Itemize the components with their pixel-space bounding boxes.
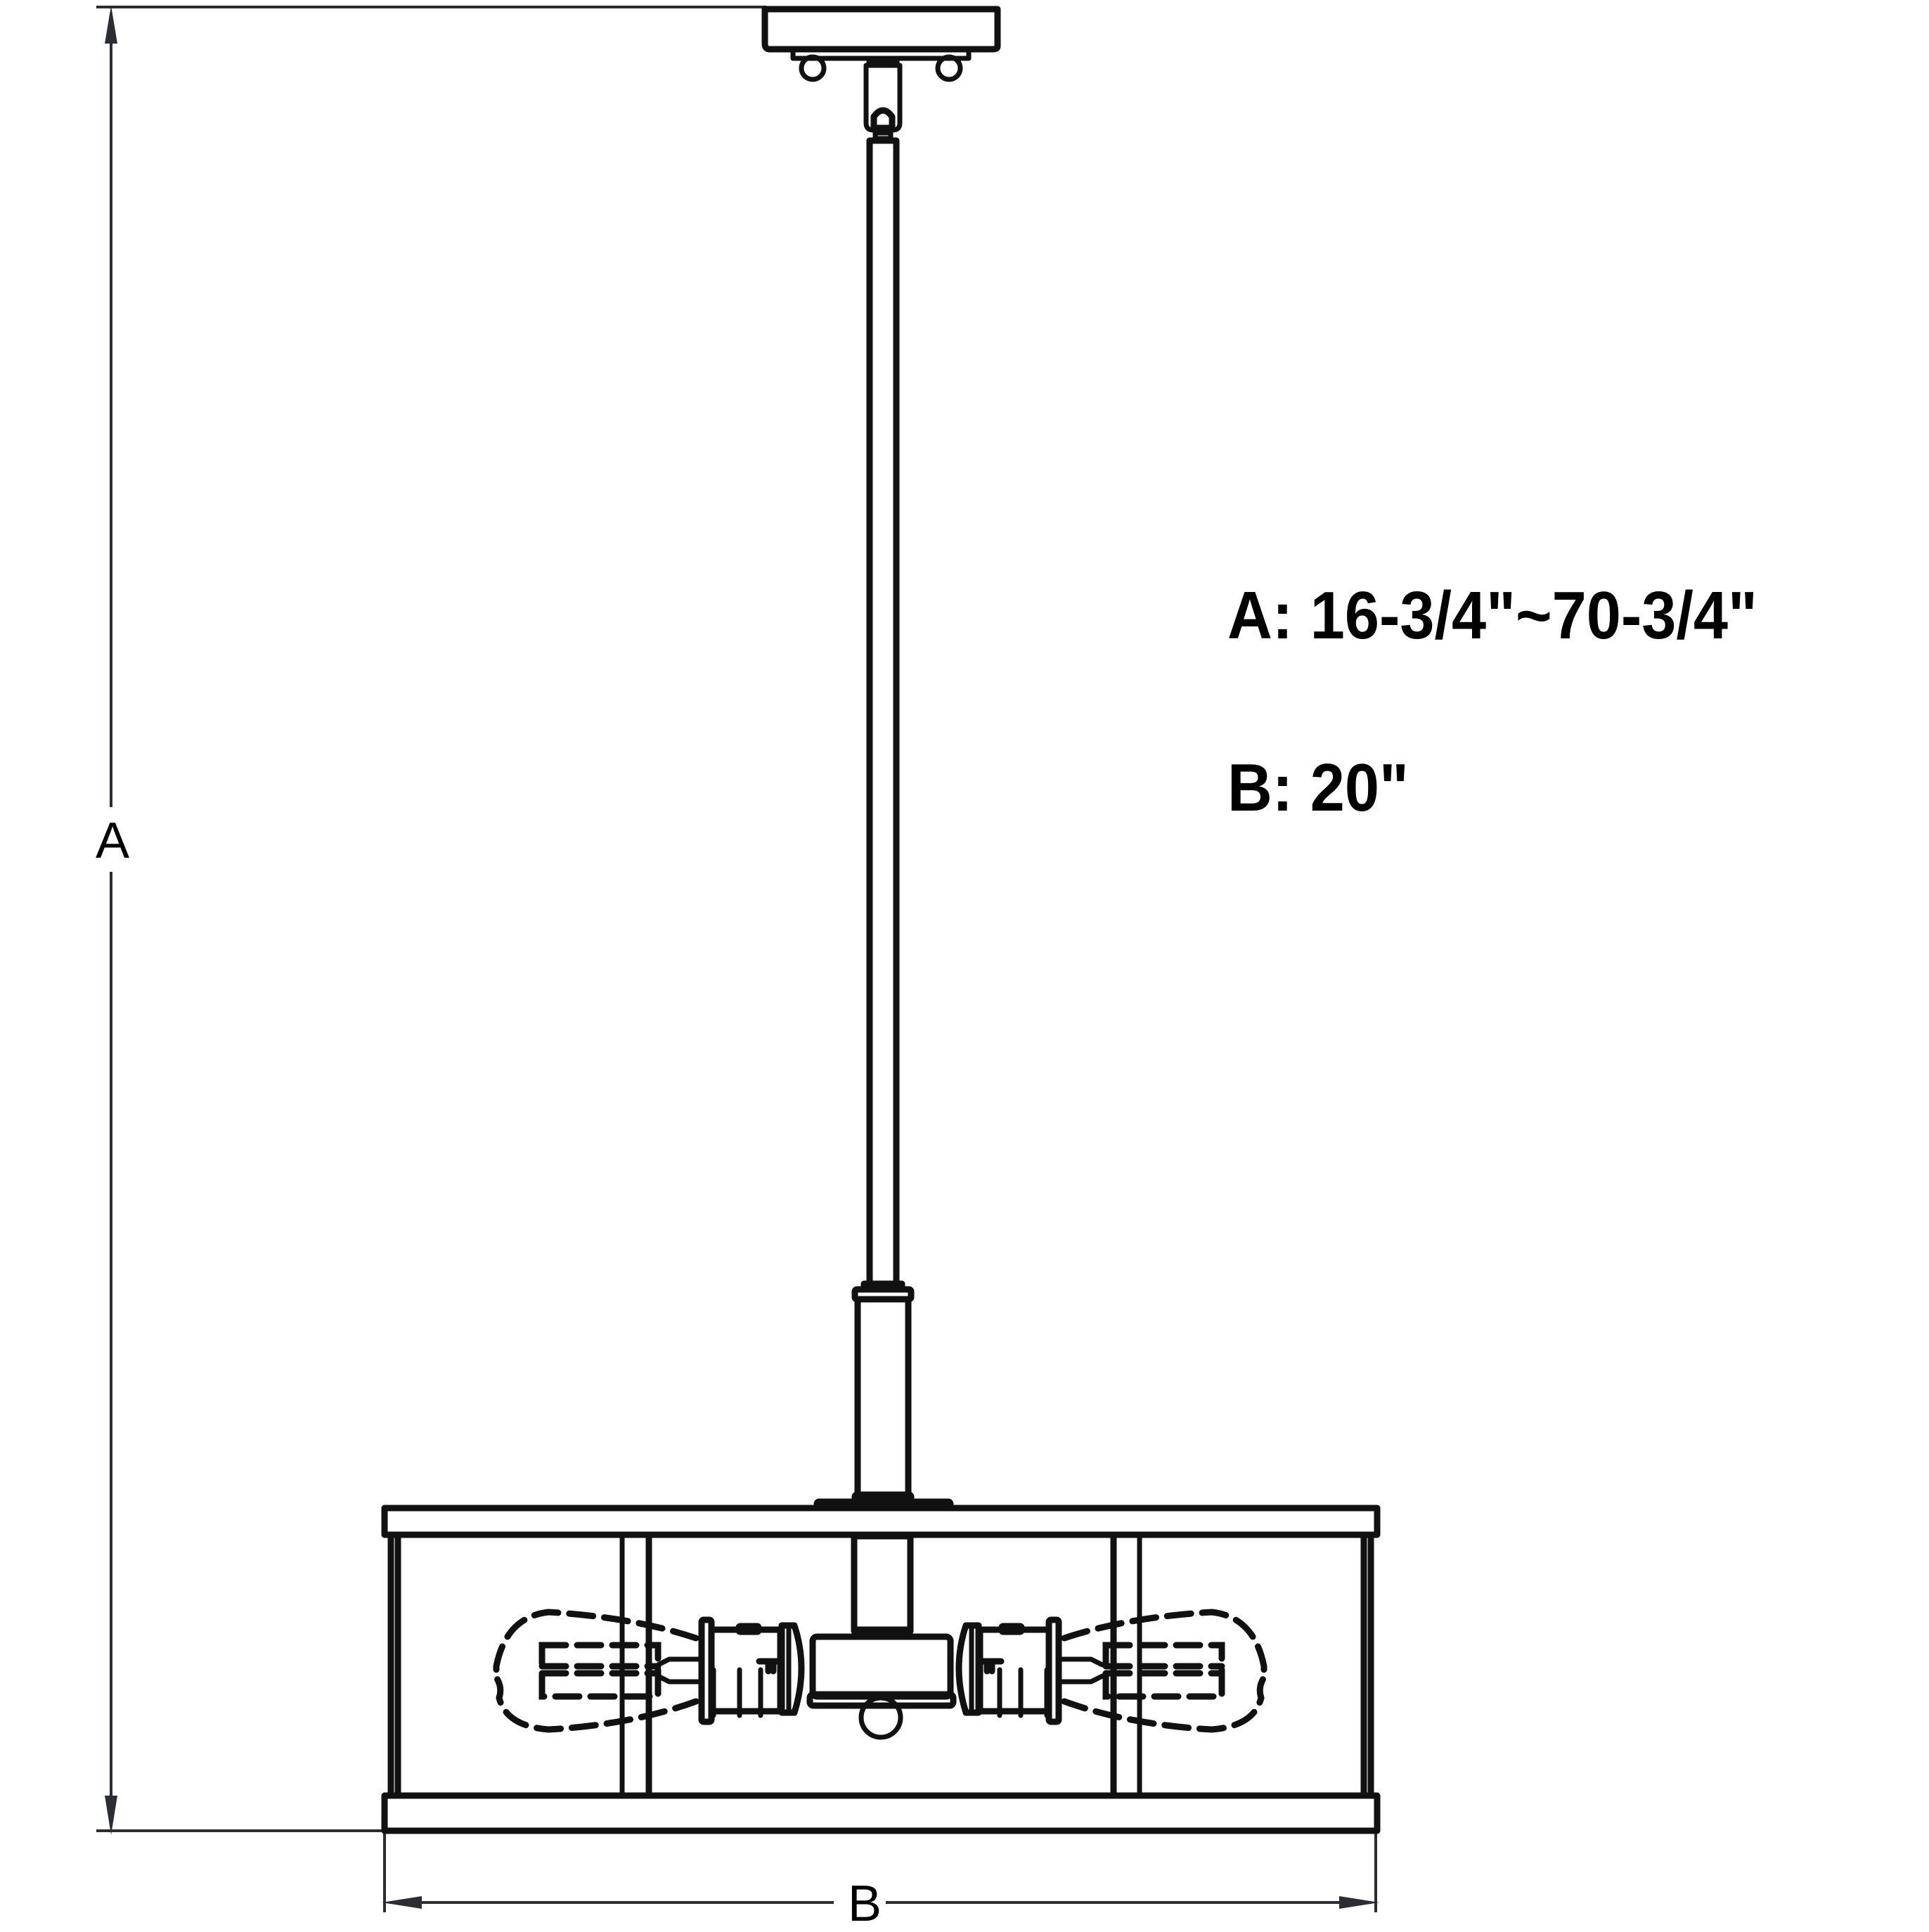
finial-ball [858,1695,903,1740]
canopy-screw-left [799,54,827,82]
top-band [381,1505,1381,1538]
swivel-joint [863,58,903,141]
arrow-up-icon [105,6,117,44]
bottom-band [381,1792,1381,1834]
center-hub [806,1533,957,1740]
left-bulb-assembly [492,1609,805,1733]
dimension-label-a: A [91,816,134,866]
dimension-label-b: B [844,1879,886,1929]
right-bulb-assembly [955,1609,1268,1733]
canopy-screw-right [935,54,963,82]
spec-a-height: A: 16-3/4"~70-3/4" [1227,578,1757,653]
arrow-down-icon [105,1796,117,1835]
arrow-right-icon [1339,1896,1379,1909]
left-bulb-glass [492,1609,699,1733]
rod-coupling [813,1280,954,1509]
spec-b-width: B: 20" [1227,750,1409,825]
dimension-a [96,6,766,1835]
canopy [761,6,1001,82]
dimension-b [382,1831,1379,1912]
fixture-frame [381,1505,1381,1834]
downrod [866,137,900,1290]
right-bulb-glass [1061,1609,1268,1733]
right-socket [955,1616,1062,1725]
left-socket [698,1616,805,1725]
arrow-left-icon [382,1896,422,1909]
